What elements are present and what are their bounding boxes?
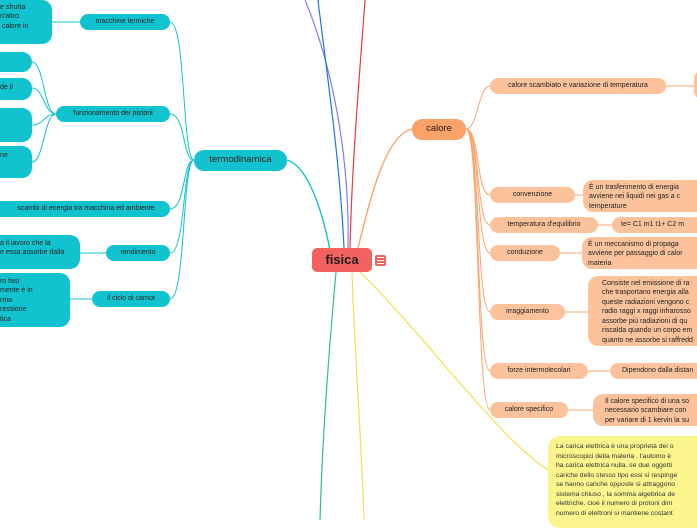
subtopic-label: convenzione [512, 191, 553, 199]
subtopic-rendimento[interactable]: rendimento [106, 245, 170, 261]
subtopic-label: irraggiamento [506, 308, 549, 316]
detail-calore-scambiato [694, 70, 697, 100]
termodinamica-connectors [31, 21, 195, 300]
connector-purple [304, 0, 349, 249]
subtopic-calore-scambiato[interactable]: calore scambiato e variazione di tempera… [490, 78, 666, 94]
subtopic-calore-specifico[interactable]: calore specifico [490, 402, 568, 418]
menu-icon[interactable] [375, 255, 386, 266]
connector-blue [317, 0, 345, 249]
subtopic-macchine-termiche[interactable]: macchine termiche [80, 14, 170, 30]
detail-pistoni-2: de il [0, 78, 32, 100]
subtopic-label: il ciclo di carnot [107, 295, 155, 303]
topic-termodinamica[interactable]: termodinamica [194, 150, 287, 171]
subtopic-ciclo-carnot[interactable]: il ciclo di carnot [92, 291, 170, 307]
detail-pistoni-3 [0, 108, 32, 142]
subtopic-label: temperatura d'equilibrio [507, 221, 581, 229]
connector-root-calore [357, 128, 413, 249]
detail-temperatura-equilibrio: te= C1 m1 t1+ C2 m [612, 217, 697, 233]
subtopic-temperatura-equilibrio[interactable]: temperatura d'equilibrio [490, 217, 598, 233]
connector-root-note [359, 271, 549, 471]
subtopic-label: conduzione [507, 249, 543, 257]
root-node[interactable]: fisica [312, 248, 372, 272]
subtopic-label: calore scambiato e variazione di tempera… [508, 82, 648, 90]
subtopic-label: forze intermolecolari [507, 367, 571, 375]
topic-termodinamica-label: termodinamica [209, 154, 272, 166]
subtopic-irraggiamento[interactable]: irraggiamento [490, 304, 565, 320]
detail-convenzione: È un trasferimento di energia avviene ne… [583, 180, 697, 212]
connector-green [319, 271, 337, 520]
subtopic-forze-intermolecolari[interactable]: forze intermolecolari [490, 363, 588, 379]
subtopic-funzionamento-pistoni[interactable]: funzionamento dei pistoni [56, 106, 170, 122]
detail-rendimento: a il lavoro che la e essa assorbe dalla [0, 235, 80, 269]
subtopic-convenzione[interactable]: convenzione [490, 187, 575, 203]
subtopic-conduzione[interactable]: conduzione [490, 245, 560, 261]
detail-conduzione: È un meccanismo di propaga avviene per p… [582, 237, 697, 269]
subtopic-scambi-energia[interactable]: scambi di energia tra macchina ed ambien… [0, 201, 170, 217]
connector-red [349, 0, 366, 249]
calore-connectors [465, 85, 694, 411]
connector-root-termodinamica [286, 159, 331, 251]
note-carica-elettrica: La carica elettrica è una proprietà dei … [548, 436, 697, 528]
detail-calore-specifico: Il calore specifico di una so necessario… [593, 394, 697, 426]
subtopic-label: calore specifico [504, 406, 554, 414]
subtopic-label: scambi di energia tra macchina ed ambien… [17, 205, 155, 213]
detail-irraggiamento: Consiste nel emissione di ra che traspor… [588, 276, 697, 346]
detail-pistoni-4: ne [0, 146, 32, 178]
subtopic-label: macchine termiche [95, 18, 155, 26]
topic-calore-label: calore [426, 123, 452, 135]
detail-macchine-termiche: e sfrutta n'altro calore in [0, 0, 52, 44]
detail-forze-intermolecolari: Dipendono dalla distan [610, 363, 697, 379]
detail-pistoni-1 [0, 52, 32, 72]
root-label: fisica [325, 252, 359, 268]
subtopic-label: rendimento [120, 249, 156, 257]
topic-calore[interactable]: calore [412, 119, 466, 140]
detail-ciclo-carnot: ro fasi mente è in rma ressione tica [0, 273, 70, 327]
connector-yellow [351, 271, 365, 520]
subtopic-label: funzionamento dei pistoni [73, 110, 153, 118]
